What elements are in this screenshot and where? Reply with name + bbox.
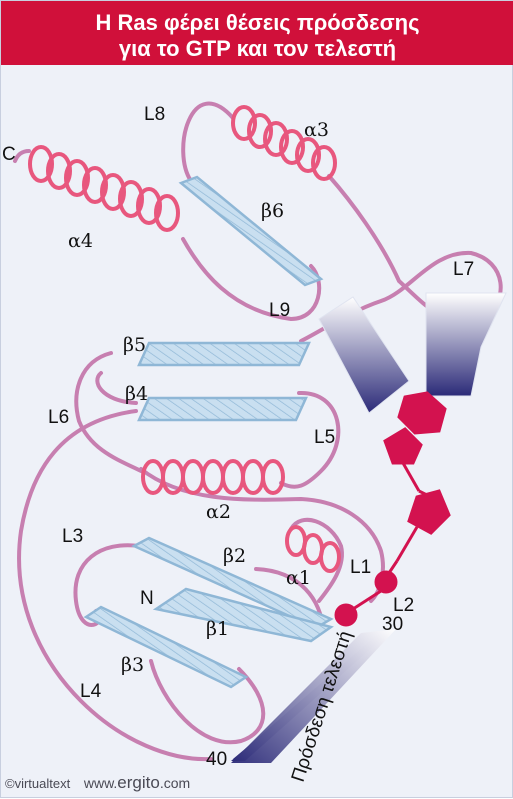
title-line-2: για το GTP και τον τελεστή xyxy=(118,36,397,61)
strand-b4 xyxy=(137,396,308,422)
loop-big-left xyxy=(17,409,213,762)
site-prefix: www. xyxy=(83,775,118,791)
label-a4: α4 xyxy=(68,230,93,252)
label-residue-40: 40 xyxy=(206,749,227,770)
label-n-terminus: N xyxy=(140,588,154,609)
copyright-text: ©virtualtext xyxy=(5,776,71,791)
title-line-1: Η Ras φέρει θέσεις πρόσδεσης xyxy=(95,10,420,35)
label-b2: β2 xyxy=(223,545,246,567)
label-l4: L4 xyxy=(80,681,102,702)
label-l1: L1 xyxy=(350,557,371,578)
gtp-wedge-right xyxy=(425,292,507,397)
label-l8: L8 xyxy=(144,104,165,125)
label-a3: α3 xyxy=(304,119,329,141)
label-c-terminus: C xyxy=(2,144,16,165)
strand-b1 xyxy=(152,587,334,643)
strand-b6 xyxy=(178,175,324,287)
label-l9: L9 xyxy=(269,300,290,321)
site-link[interactable]: www.ergito.com xyxy=(83,773,191,792)
label-residue-30: 30 xyxy=(382,614,403,635)
site-brand: ergito xyxy=(117,773,160,792)
helix-a4 xyxy=(28,145,180,232)
loop-l5 xyxy=(279,390,341,489)
helix-a2 xyxy=(141,459,285,495)
label-l5: L5 xyxy=(314,427,335,448)
helices xyxy=(28,105,341,573)
label-b1: β1 xyxy=(206,618,229,640)
label-a2: α2 xyxy=(206,501,231,523)
site-suffix: .com xyxy=(159,775,191,791)
gtp-phosphate-b xyxy=(334,603,358,627)
strand-b2 xyxy=(131,536,334,630)
loop-a1-l1 xyxy=(289,517,344,603)
label-l7: L7 xyxy=(453,259,474,280)
gtp-molecule xyxy=(334,391,451,627)
label-b3: β3 xyxy=(121,654,144,676)
loop-a4-to-b6 xyxy=(181,237,322,322)
label-b4: β4 xyxy=(125,383,148,405)
helix-a3 xyxy=(231,105,337,181)
label-l6: L6 xyxy=(48,407,69,428)
loop-l8 xyxy=(181,101,235,183)
footer-credits: ©virtualtext www.ergito.com xyxy=(5,773,190,793)
loop-l6 xyxy=(74,351,143,473)
gtp-ring-1 xyxy=(397,391,447,435)
loop-a3-to-l7 xyxy=(299,174,503,343)
gtp-ring-3 xyxy=(407,489,451,535)
loop-b5-b4 xyxy=(95,371,138,405)
gtp-wedge-left xyxy=(318,296,410,414)
effector-binding-wedge-fill xyxy=(231,629,396,763)
label-b6: β6 xyxy=(261,200,284,222)
title-banner: Η Ras φέρει θέσεις πρόσδεσης για το GTP … xyxy=(1,1,513,65)
gtp-ring-2 xyxy=(383,427,423,465)
strand-b5 xyxy=(137,341,311,367)
label-l2: L2 xyxy=(393,595,414,616)
loop-l4 xyxy=(149,659,266,745)
strand-b3 xyxy=(83,605,249,689)
gtp-phosphate-a xyxy=(374,570,398,594)
loop-c-terminus xyxy=(13,149,31,163)
label-a1: α1 xyxy=(286,567,311,589)
beta-strands xyxy=(83,175,334,689)
helix-a1 xyxy=(285,525,341,573)
label-b5: β5 xyxy=(123,334,146,356)
label-l3: L3 xyxy=(62,526,83,547)
